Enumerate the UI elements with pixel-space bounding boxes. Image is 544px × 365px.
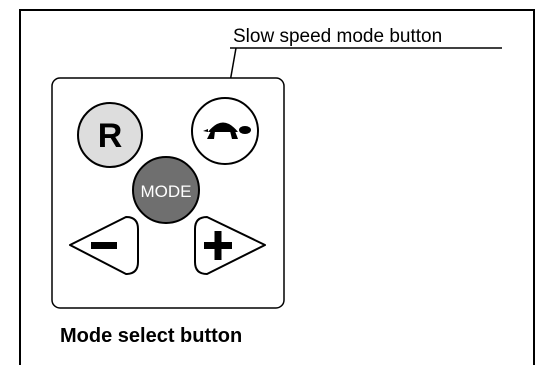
reverse-button[interactable]: R: [77, 102, 143, 168]
slow-speed-callout-label: Slow speed mode button: [233, 26, 442, 47]
minus-icon: [91, 242, 117, 249]
reverse-button-circle: [77, 102, 143, 168]
mode-select-button[interactable]: MODE: [132, 156, 200, 224]
plus-button[interactable]: [194, 216, 266, 275]
mode-select-caption: Mode select button: [60, 325, 242, 347]
slow-speed-mode-button[interactable]: [191, 97, 259, 165]
mode-button-label: MODE: [141, 182, 192, 201]
outer-frame: [19, 9, 535, 365]
turtle-icon: [203, 122, 251, 139]
plus-icon-vertical: [214, 231, 222, 260]
reverse-button-label: R: [98, 117, 123, 155]
mode-button-circle: [132, 156, 200, 224]
minus-button[interactable]: [69, 216, 139, 275]
